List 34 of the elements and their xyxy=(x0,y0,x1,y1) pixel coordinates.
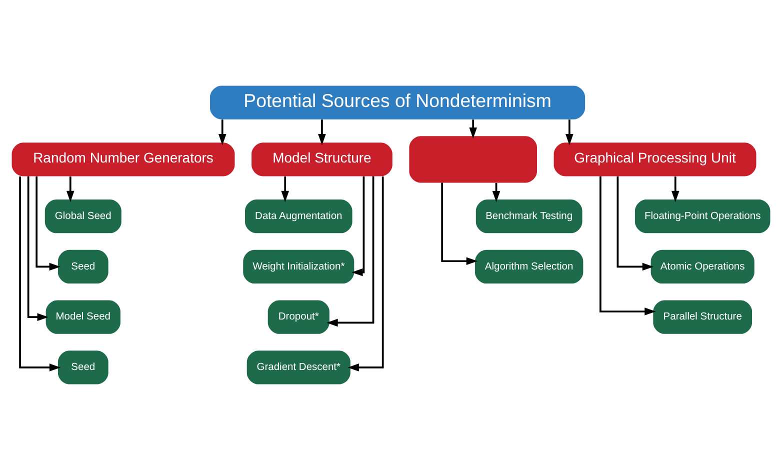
arrow xyxy=(66,176,74,202)
node-box: Random Number Generators xyxy=(12,142,235,176)
arrow xyxy=(566,119,574,145)
arrow xyxy=(36,176,61,270)
arrow xyxy=(671,176,680,202)
node-box: Model Structure xyxy=(252,142,392,176)
arrow xyxy=(616,176,654,270)
arrow xyxy=(218,119,226,145)
node-box: Model Seed xyxy=(46,300,120,334)
arrow xyxy=(27,176,48,321)
node-box: Parallel Structure xyxy=(653,300,752,334)
node-box xyxy=(409,136,537,182)
arrow xyxy=(600,176,656,315)
arrow xyxy=(19,176,61,371)
node-box: Seed xyxy=(58,350,108,384)
node-box: Gradient Descent* xyxy=(246,350,350,384)
node-box: Potential Sources of Nondeterminism xyxy=(210,85,586,119)
arrow xyxy=(318,119,326,145)
node-box: Dropout* xyxy=(268,300,330,334)
arrow xyxy=(352,176,365,276)
arrow xyxy=(441,182,478,265)
arrow xyxy=(469,119,478,138)
arrow xyxy=(348,176,384,371)
node-box: Weight Initialization* xyxy=(243,249,354,283)
arrow xyxy=(326,176,374,326)
node-box: Global Seed xyxy=(44,199,122,233)
node-box: Floating-Point Operations xyxy=(634,199,770,233)
node-box: Atomic Operations xyxy=(650,249,754,283)
node-box: Graphical Processing Unit xyxy=(554,142,756,176)
arrow xyxy=(281,176,290,202)
node-box: Seed xyxy=(58,249,108,283)
node-box: Benchmark Testing xyxy=(476,199,582,233)
node-box: Algorithm Selection xyxy=(474,249,584,283)
node-box: Data Augmentation xyxy=(245,199,352,233)
